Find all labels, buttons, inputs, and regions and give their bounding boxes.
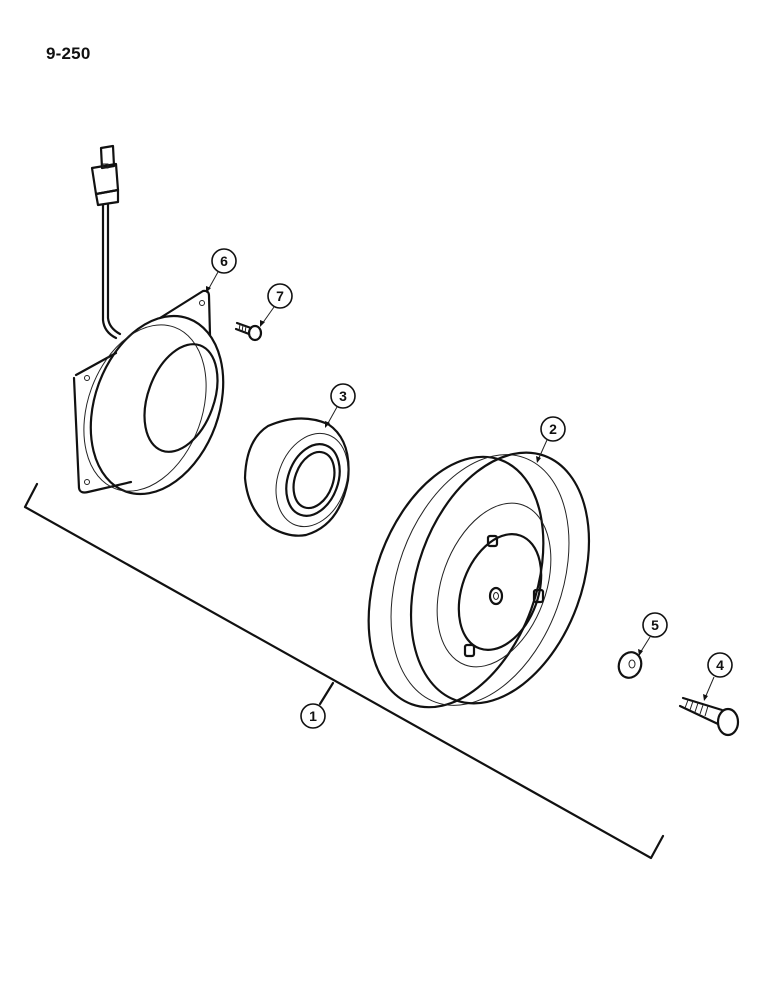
washer-part (617, 651, 643, 679)
field-coil-part (72, 144, 225, 496)
callout-3: 3 (330, 383, 356, 409)
callout-1: 1 (300, 703, 326, 729)
page-number: 9-250 (46, 44, 91, 63)
svg-text:7: 7 (276, 288, 284, 304)
callout-2: 2 (540, 416, 566, 442)
callout-5: 5 (642, 612, 668, 638)
leader-lines (206, 271, 715, 701)
callout-7: 7 (267, 283, 293, 309)
callout-6: 6 (211, 248, 237, 274)
bolt-part (678, 696, 740, 737)
svg-text:4: 4 (716, 657, 724, 673)
svg-text:1: 1 (309, 708, 317, 724)
svg-text:6: 6 (220, 253, 228, 269)
svg-text:5: 5 (651, 617, 659, 633)
assembly-bracket (23, 482, 665, 860)
bearing-part (243, 417, 350, 537)
screw-part (234, 321, 263, 342)
svg-text:2: 2 (549, 421, 557, 437)
callout-4: 4 (707, 652, 733, 678)
svg-text:3: 3 (339, 388, 347, 404)
pulley-part (367, 451, 591, 709)
